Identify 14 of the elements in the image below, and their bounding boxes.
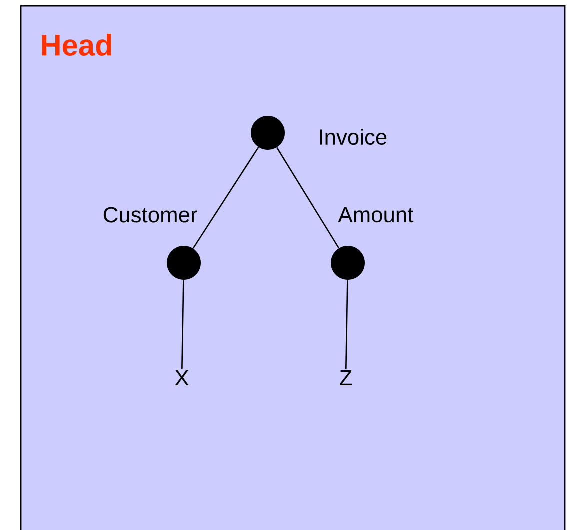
leaf-label: X [175, 370, 189, 386]
dot [331, 246, 365, 280]
connector-line [346, 280, 348, 370]
connector-line [276, 147, 340, 249]
leaf-label: Z [340, 370, 352, 386]
node-label: Amount [338, 207, 414, 223]
node-label: Customer [104, 207, 198, 223]
connector-line [182, 280, 184, 370]
dot [251, 116, 285, 150]
connector-line [192, 147, 260, 249]
panel-heading: Head [42, 34, 112, 56]
dot [167, 246, 201, 280]
node-label: Invoice [320, 128, 387, 146]
panel-box [20, 6, 566, 530]
